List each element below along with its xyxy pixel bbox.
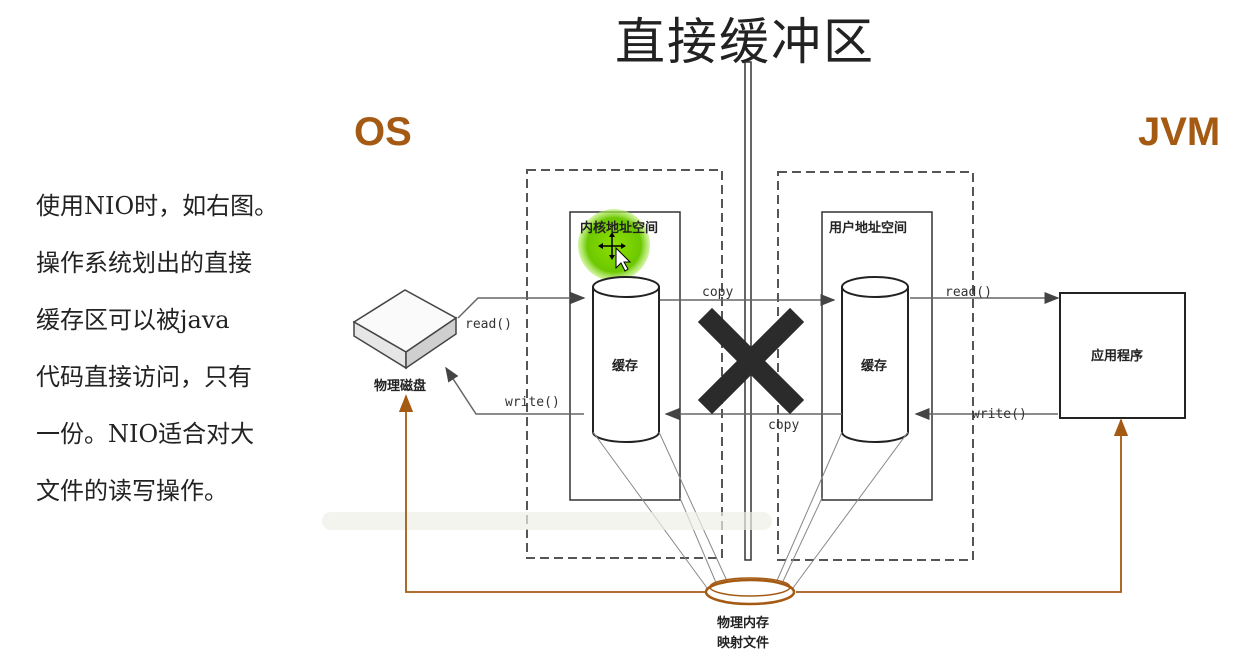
- page-title: 直接缓冲区: [615, 13, 875, 71]
- jvm-label: JVM: [1138, 110, 1221, 154]
- mmap-label-line1: 物理内存: [717, 615, 769, 631]
- application-label: 应用程序: [1091, 348, 1143, 364]
- application-box: [1059, 292, 1186, 419]
- disk-label: 物理磁盘: [374, 378, 426, 394]
- description-line: 使用NIO时，如右图。: [36, 192, 279, 220]
- cursor-highlight: [578, 209, 650, 281]
- copy-bottom-label: copy: [768, 418, 799, 433]
- copy-top-label: copy: [702, 285, 733, 300]
- description-line: 缓存区可以被java: [36, 306, 230, 334]
- user-cache-label: 缓存: [861, 358, 887, 374]
- kernel-cache-cylinder: [592, 276, 660, 443]
- write-app-label: write(): [972, 407, 1027, 422]
- read-app-label: read(): [945, 285, 992, 300]
- kernel-cache-label: 缓存: [612, 358, 638, 374]
- mmap-label-line2: 映射文件: [717, 635, 769, 651]
- user-region: [777, 171, 974, 561]
- user-address-space: [821, 211, 933, 501]
- user-space-label: 用户地址空间: [828, 220, 907, 236]
- disk-icon: [352, 289, 458, 370]
- kernel-region: [526, 169, 723, 559]
- mmap-file-icon: [704, 577, 796, 606]
- description-line: 文件的读写操作。: [36, 477, 228, 505]
- write-disk-label: write(): [505, 395, 560, 410]
- move-cursor-icon: [598, 232, 632, 272]
- description-line: 操作系统划出的直接: [36, 249, 252, 277]
- description-line: 代码直接访问，只有: [36, 363, 252, 391]
- read-disk-label: read(): [465, 317, 512, 332]
- kernel-space-label: 内核地址空间: [580, 220, 658, 236]
- user-cache-cylinder: [841, 276, 909, 443]
- description-text: 使用NIO时，如右图。 操作系统划出的直接 缓存区可以被java 代码直接访问，…: [36, 178, 306, 520]
- divider-line: [744, 61, 752, 561]
- description-line: 一份。NIO适合对大: [36, 420, 255, 448]
- os-label: OS: [354, 110, 412, 154]
- x-mark-icon: [697, 307, 805, 415]
